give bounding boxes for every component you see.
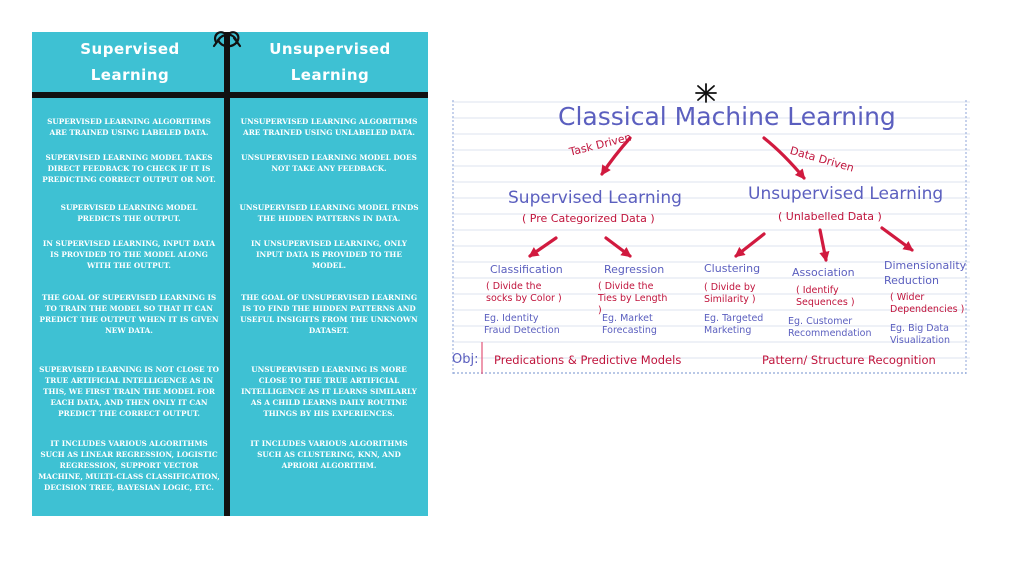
row-2-unsupervised: Unsupervised learning model does not tak…: [241, 153, 417, 173]
row-5-unsupervised: The goal of unsupervised learning is to …: [240, 293, 418, 335]
row-1-supervised: Supervised learning algorithms are train…: [47, 117, 211, 137]
classification-desc: ( Divide the socks by Color ): [486, 281, 562, 304]
dimensionality-reduction-desc: ( Wider Dependencies ): [890, 292, 965, 315]
regression-desc: ( Divide the Ties by Length ): [598, 281, 668, 316]
unsupervised-objective: Pattern/ Structure Recognition: [762, 353, 936, 367]
unsupervised-heading-line1: Unsupervised: [269, 40, 391, 58]
association-node: Association: [792, 266, 855, 279]
row-2-supervised: Supervised learning model takes direct f…: [42, 153, 216, 184]
row-4-supervised: In supervised learning, input data is pr…: [42, 239, 216, 270]
row-4-unsupervised: In unsupervised learning, only input dat…: [250, 239, 408, 270]
unsupervised-heading-line2: Learning: [290, 66, 370, 84]
regression-node: Regression: [604, 263, 665, 276]
row-7-supervised: It includes various algorithms such as L…: [38, 439, 220, 492]
row-1-unsupervised: Unsupervised learning algorithms are tra…: [240, 117, 418, 137]
supervised-learning-node: Supervised Learning: [508, 188, 682, 208]
supervised-heading: Supervised Learning: [32, 32, 228, 92]
clustering-example: Eg. Targeted Marketing: [704, 313, 764, 336]
dimensionality-reduction-node: Dimensionality Reduction: [884, 259, 967, 287]
association-example: Eg. Customer Recommendation: [788, 316, 872, 339]
row-7-unsupervised: It includes various algorithms such as C…: [250, 439, 408, 470]
dimensionality-reduction-example: Eg. Big Data Visualization: [890, 323, 951, 346]
clustering-desc: ( Divide by Similarity ): [704, 282, 756, 305]
unsupervised-learning-subtitle: ( Unlabelled Data ): [778, 210, 882, 223]
row-3-unsupervised: Unsupervised learning model finds the hi…: [239, 203, 419, 223]
scribble-knot-icon: [212, 31, 242, 52]
diagram-title: Classical Machine Learning: [558, 102, 896, 131]
supervised-objective: Predications & Predictive Models: [494, 353, 682, 367]
objective-label: Obj:: [452, 352, 479, 367]
supervised-learning-subtitle: ( Pre Categorized Data ): [522, 212, 655, 225]
horizontal-divider: [32, 92, 428, 98]
unsupervised-learning-node: Unsupervised Learning: [748, 184, 944, 204]
row-6-unsupervised: Unsupervised learning is more close to t…: [241, 365, 417, 418]
comparison-panel: Supervised Learning Unsupervised Learnin…: [32, 31, 428, 516]
association-desc: ( Identify Sequences ): [796, 285, 855, 308]
row-5-supervised: The goal of supervised learning is to tr…: [39, 293, 219, 335]
asterisk-icon: [695, 83, 717, 103]
clustering-node: Clustering: [704, 262, 761, 275]
classical-ml-diagram: Classical Machine Learning Task Driven D…: [452, 80, 970, 380]
vertical-divider: [224, 32, 230, 516]
classification-example: Eg. Identity Fraud Detection: [484, 313, 560, 336]
notebook-background: [452, 83, 970, 374]
row-3-supervised: Supervised learning model predicts the o…: [60, 203, 198, 223]
classification-node: Classification: [490, 263, 563, 276]
supervised-heading-line2: Learning: [90, 66, 170, 84]
unsupervised-heading: Unsupervised Learning: [232, 32, 428, 92]
row-6-supervised: Supervised learning is not close to true…: [39, 365, 219, 418]
supervised-heading-line1: Supervised: [80, 40, 180, 58]
regression-example: Eg. Market Forecasting: [602, 313, 657, 336]
